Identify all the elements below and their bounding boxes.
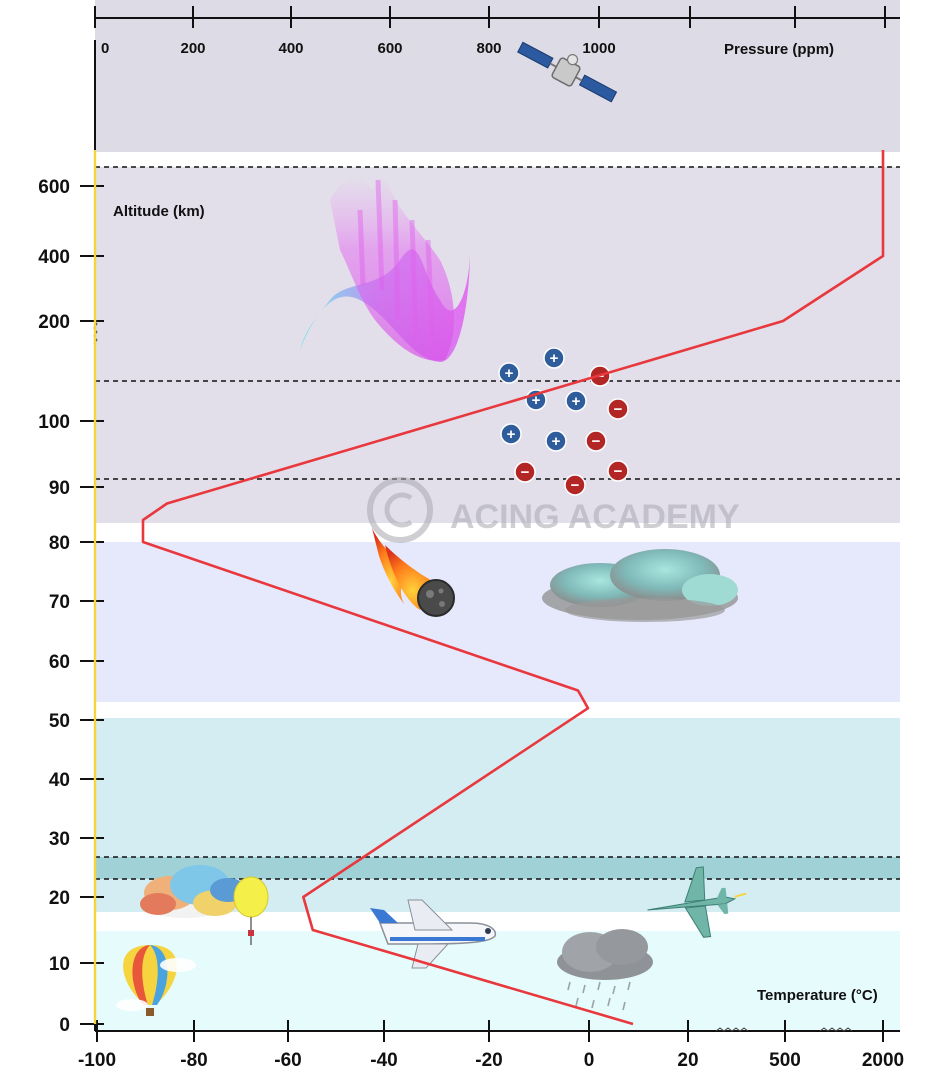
negative-ion: [607, 460, 629, 482]
bottom-tick-label: -100: [78, 1050, 116, 1071]
left-tick-label: 0: [59, 1015, 70, 1036]
top-tick-label: 400: [278, 40, 303, 57]
negative-ion: [585, 430, 607, 452]
top-tick-label: 800: [476, 40, 501, 57]
left-tick-label: 30: [49, 829, 70, 850]
bottom-tick-label: -40: [370, 1050, 397, 1071]
bottom-tick-label: -60: [274, 1050, 301, 1071]
negative-ion-sign: −: [614, 401, 623, 418]
boundary-lines: [95, 166, 900, 880]
bottom-tick-label: 20: [677, 1050, 698, 1071]
left-tick-label: 40: [49, 770, 70, 791]
negative-ion-sign: −: [614, 463, 623, 480]
positive-ion-sign: +: [572, 393, 581, 410]
axis-breaks: [93, 319, 853, 1032]
positive-ion: [545, 430, 567, 452]
left-tick-label: 60: [49, 652, 70, 673]
watermark: ACING ACADEMY: [367, 477, 740, 543]
negative-ion: [607, 398, 629, 420]
negative-ion: [514, 461, 536, 483]
weather-balloon-icon: [233, 876, 269, 945]
satellite-icon: [517, 41, 618, 103]
negative-ion: [564, 474, 586, 496]
rain-cloud-icon: [557, 929, 653, 1011]
positive-ion: [498, 362, 520, 384]
band-mesosphere: [95, 542, 900, 702]
top-tick-label: 1000: [582, 40, 615, 57]
positive-ion: [565, 390, 587, 412]
bottom-tick-label: 0: [584, 1050, 595, 1071]
left-tick-label: 20: [49, 888, 70, 909]
positive-ion: [500, 423, 522, 445]
bottom-axis-title: Temperature (°C): [757, 987, 878, 1004]
positive-ion-sign: +: [532, 392, 541, 409]
cloud-icon: [542, 549, 738, 622]
positive-ion-sign: +: [505, 365, 514, 382]
positive-ion-sign: +: [507, 426, 516, 443]
left-tick-label: 100: [38, 412, 70, 433]
band-thermosphere: [95, 167, 900, 523]
aurora-icon: [300, 175, 470, 362]
left-tick-label: 600: [38, 177, 70, 198]
positive-ion: [543, 347, 565, 369]
top-axis-title: Pressure (ppm): [724, 41, 834, 58]
positive-ion-sign: +: [552, 433, 561, 450]
left-tick-label: 200: [38, 312, 70, 333]
airplane-icon: [370, 899, 497, 969]
band-troposphere: [95, 931, 900, 1031]
top-tick-label: 600: [377, 40, 402, 57]
left-tick-label: 80: [49, 533, 70, 554]
left-axis-ticks: 0 10 20 30 40 50 60 70 80 90 100 200 400 600: [38, 177, 104, 1036]
left-tick-label: 90: [49, 478, 70, 499]
sunset-cloud-icon: [140, 865, 246, 918]
jet-fighter-icon: [647, 866, 747, 938]
band-exosphere: [95, 0, 900, 152]
negative-ion-sign: −: [521, 464, 530, 481]
bottom-tick-label: -80: [180, 1050, 207, 1071]
temperature-line: [141, 150, 885, 1026]
negative-ion-sign: −: [592, 433, 601, 450]
positive-ion-sign: +: [550, 350, 559, 367]
top-tick-label: 0: [101, 40, 109, 57]
left-tick-label: 50: [49, 711, 70, 732]
bottom-tick-label: 500: [769, 1050, 801, 1071]
bottom-tick-label: 2000: [862, 1050, 904, 1071]
negative-ion-sign: −: [571, 477, 580, 494]
top-tick-label: 200: [180, 40, 205, 57]
meteor-icon: [372, 528, 455, 617]
watermark-text: ACING ACADEMY: [450, 498, 740, 536]
left-tick-label: 70: [49, 592, 70, 613]
left-axis-title: Altitude (km): [113, 203, 205, 220]
hot-air-balloon-icon: [116, 945, 196, 1016]
top-axis-ticks: 0 200 400 600 800 1000: [94, 6, 886, 57]
left-tick-label: 400: [38, 247, 70, 268]
bottom-axis-ticks: -100 -80 -60 -40 -20 0 20 500 2000: [78, 1020, 904, 1071]
series-lines: [93, 150, 885, 1026]
left-tick-label: 10: [49, 954, 70, 975]
bottom-tick-label: -20: [475, 1050, 502, 1071]
